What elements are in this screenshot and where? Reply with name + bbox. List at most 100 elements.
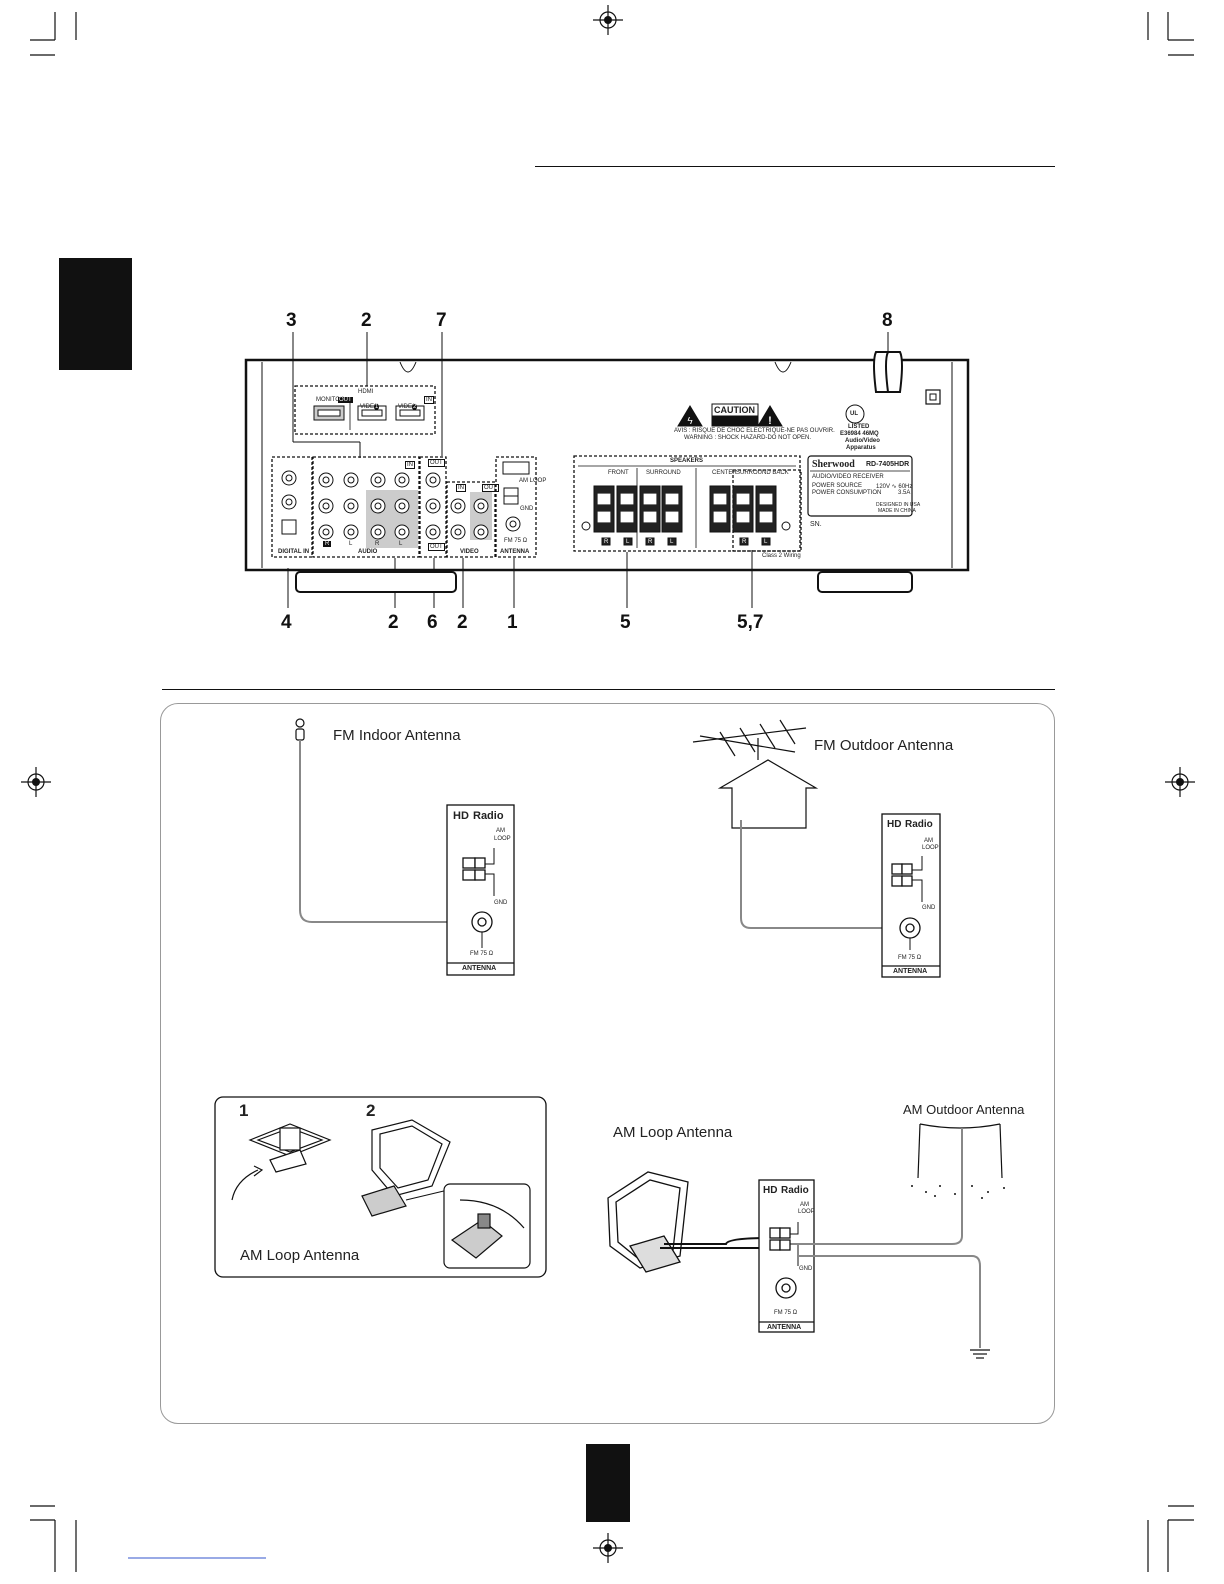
antenna-connection-box (160, 703, 1055, 1424)
ul-mark-text: UL (850, 411, 858, 417)
foot-right (817, 571, 913, 593)
speaker-front-r: R (604, 539, 609, 545)
panel2-gnd: GND (922, 905, 936, 911)
panel3-antenna: ANTENNA (767, 1324, 802, 1331)
assembly-step-1: 1 (239, 1101, 249, 1120)
am-outdoor-antenna-label: AM Outdoor Antenna (903, 1102, 1025, 1117)
am-outdoor-antenna (917, 1123, 1003, 1179)
am-loop-step2 (361, 1119, 531, 1269)
fm-outdoor-antenna-label: FM Outdoor Antenna (814, 737, 954, 754)
callout-2-a: 2 (388, 612, 399, 633)
hdmi-block (294, 385, 436, 435)
speaker-front-label: FRONT (608, 470, 629, 476)
side-tab (59, 258, 132, 370)
callout-4: 4 (281, 612, 292, 633)
callout-5-7: 5,7 (737, 612, 764, 633)
pre-out-label: OUT (428, 459, 445, 467)
plate-power-consumption: POWER CONSUMPTION (812, 490, 882, 496)
header-rule (535, 166, 1055, 167)
power-cord (873, 351, 903, 393)
hd-panel-2 (881, 813, 941, 978)
speaker-surround-back-label: SURROUND BACK (736, 470, 789, 476)
caution-title: CAUTION (714, 405, 755, 415)
panel3-fm: FM 75 Ω (774, 1310, 798, 1316)
speaker-surround-label: SURROUND (646, 470, 681, 476)
ul-line3: Audio/Video (845, 438, 880, 444)
caution-line2: WARNING : SHOCK HAZARD-DO NOT OPEN. (684, 435, 812, 441)
speaker-sb-l: L (764, 539, 768, 545)
plate-made: MADE IN CHINA (878, 508, 916, 514)
pre-out-block (419, 456, 447, 558)
hdmi-video1-label: VIDEO (360, 404, 379, 410)
am-loop-assembly-label: AM Loop Antenna (240, 1247, 360, 1264)
panel3-loop: LOOP (798, 1209, 815, 1215)
speaker-surround-l: L (670, 539, 674, 545)
svg-text:ϟ: ϟ (687, 416, 693, 427)
bottom-tab (586, 1444, 630, 1522)
callout-8: 8 (882, 310, 893, 331)
speakers-title: SPEAKERS (670, 458, 704, 464)
speaker-front-l: L (626, 539, 630, 545)
chassis (244, 358, 970, 572)
plate-amps: 3.5A (898, 490, 911, 496)
audio-l2-label: L (399, 541, 403, 547)
hdmi-video1-num: 1 (374, 404, 380, 410)
foot-left (295, 571, 457, 593)
panel1-loop: LOOP (494, 836, 511, 842)
hd-panel-1 (446, 804, 515, 976)
panel1-antenna: ANTENNA (462, 965, 497, 972)
panel1-am: AM (496, 828, 505, 834)
panel3-gnd: GND (799, 1266, 813, 1272)
caution-line1: AVIS : RISQUE DE CHOC ELECTRIQUE-NE PAS … (674, 428, 835, 434)
serial-number-label: SN. (810, 521, 822, 528)
audio-l-label: L (349, 541, 353, 547)
svg-text:!: ! (768, 415, 772, 427)
speaker-surround-r: R (648, 539, 653, 545)
video-in-label: IN (456, 484, 466, 492)
panel2-radio: Radio (905, 819, 933, 830)
callout-2-top: 2 (361, 310, 372, 331)
video-out-label: OUT (482, 484, 499, 492)
antenna-label: ANTENNA (500, 549, 530, 555)
ul-code: E36984 46MQ (840, 431, 879, 437)
antenna-fm-label: FM 75 Ω (504, 538, 528, 544)
audio-block (312, 456, 420, 558)
panel2-am: AM (924, 838, 933, 844)
rear-panel-diagram: ϟ ! (244, 332, 970, 608)
callout-1: 1 (507, 612, 518, 633)
panel2-hd: HD (887, 819, 902, 830)
fm-outdoor-antenna (692, 719, 819, 829)
hdmi-monitor-label: MONITOR (316, 397, 345, 403)
pre-out-label-bottom: OUT (428, 543, 445, 551)
plate-power-source: POWER SOURCE (812, 483, 863, 489)
panel1-radio: Radio (473, 810, 504, 822)
fm-indoor-antenna-label: FM Indoor Antenna (333, 727, 461, 744)
hdmi-title: HDMI (358, 389, 374, 395)
ul-line4: Apparatus (846, 445, 876, 451)
hdmi-video2-num: 2 (412, 404, 418, 410)
plate-model: RD-7405HDR (866, 461, 910, 468)
panel2-antenna: ANTENNA (893, 968, 928, 975)
class2-wiring-label: Class 2 Wiring (762, 553, 801, 559)
speakers-block (573, 455, 802, 552)
speaker-center-label: CENTER (712, 470, 737, 476)
panel1-fm: FM 75 Ω (470, 951, 494, 957)
panel1-hd: HD (453, 810, 469, 822)
callout-6: 6 (427, 612, 438, 633)
audio-r-label: R (323, 541, 332, 547)
ul-listed: LISTED (848, 424, 870, 430)
hd-panel-3 (758, 1179, 815, 1333)
section-rule (162, 689, 1055, 690)
panel3-hd: HD (763, 1185, 778, 1196)
panel3-am: AM (800, 1202, 809, 1208)
hdmi-in-label: IN (424, 396, 434, 404)
video-block (446, 481, 496, 558)
caution-icons: ϟ ! (677, 403, 783, 427)
ul-mark (845, 404, 865, 424)
callout-2-b: 2 (457, 612, 468, 633)
antenna-am-loop-label: AM LOOP (519, 478, 547, 484)
ground-symbol (970, 1349, 990, 1359)
am-loop-antenna-label: AM Loop Antenna (613, 1124, 733, 1141)
